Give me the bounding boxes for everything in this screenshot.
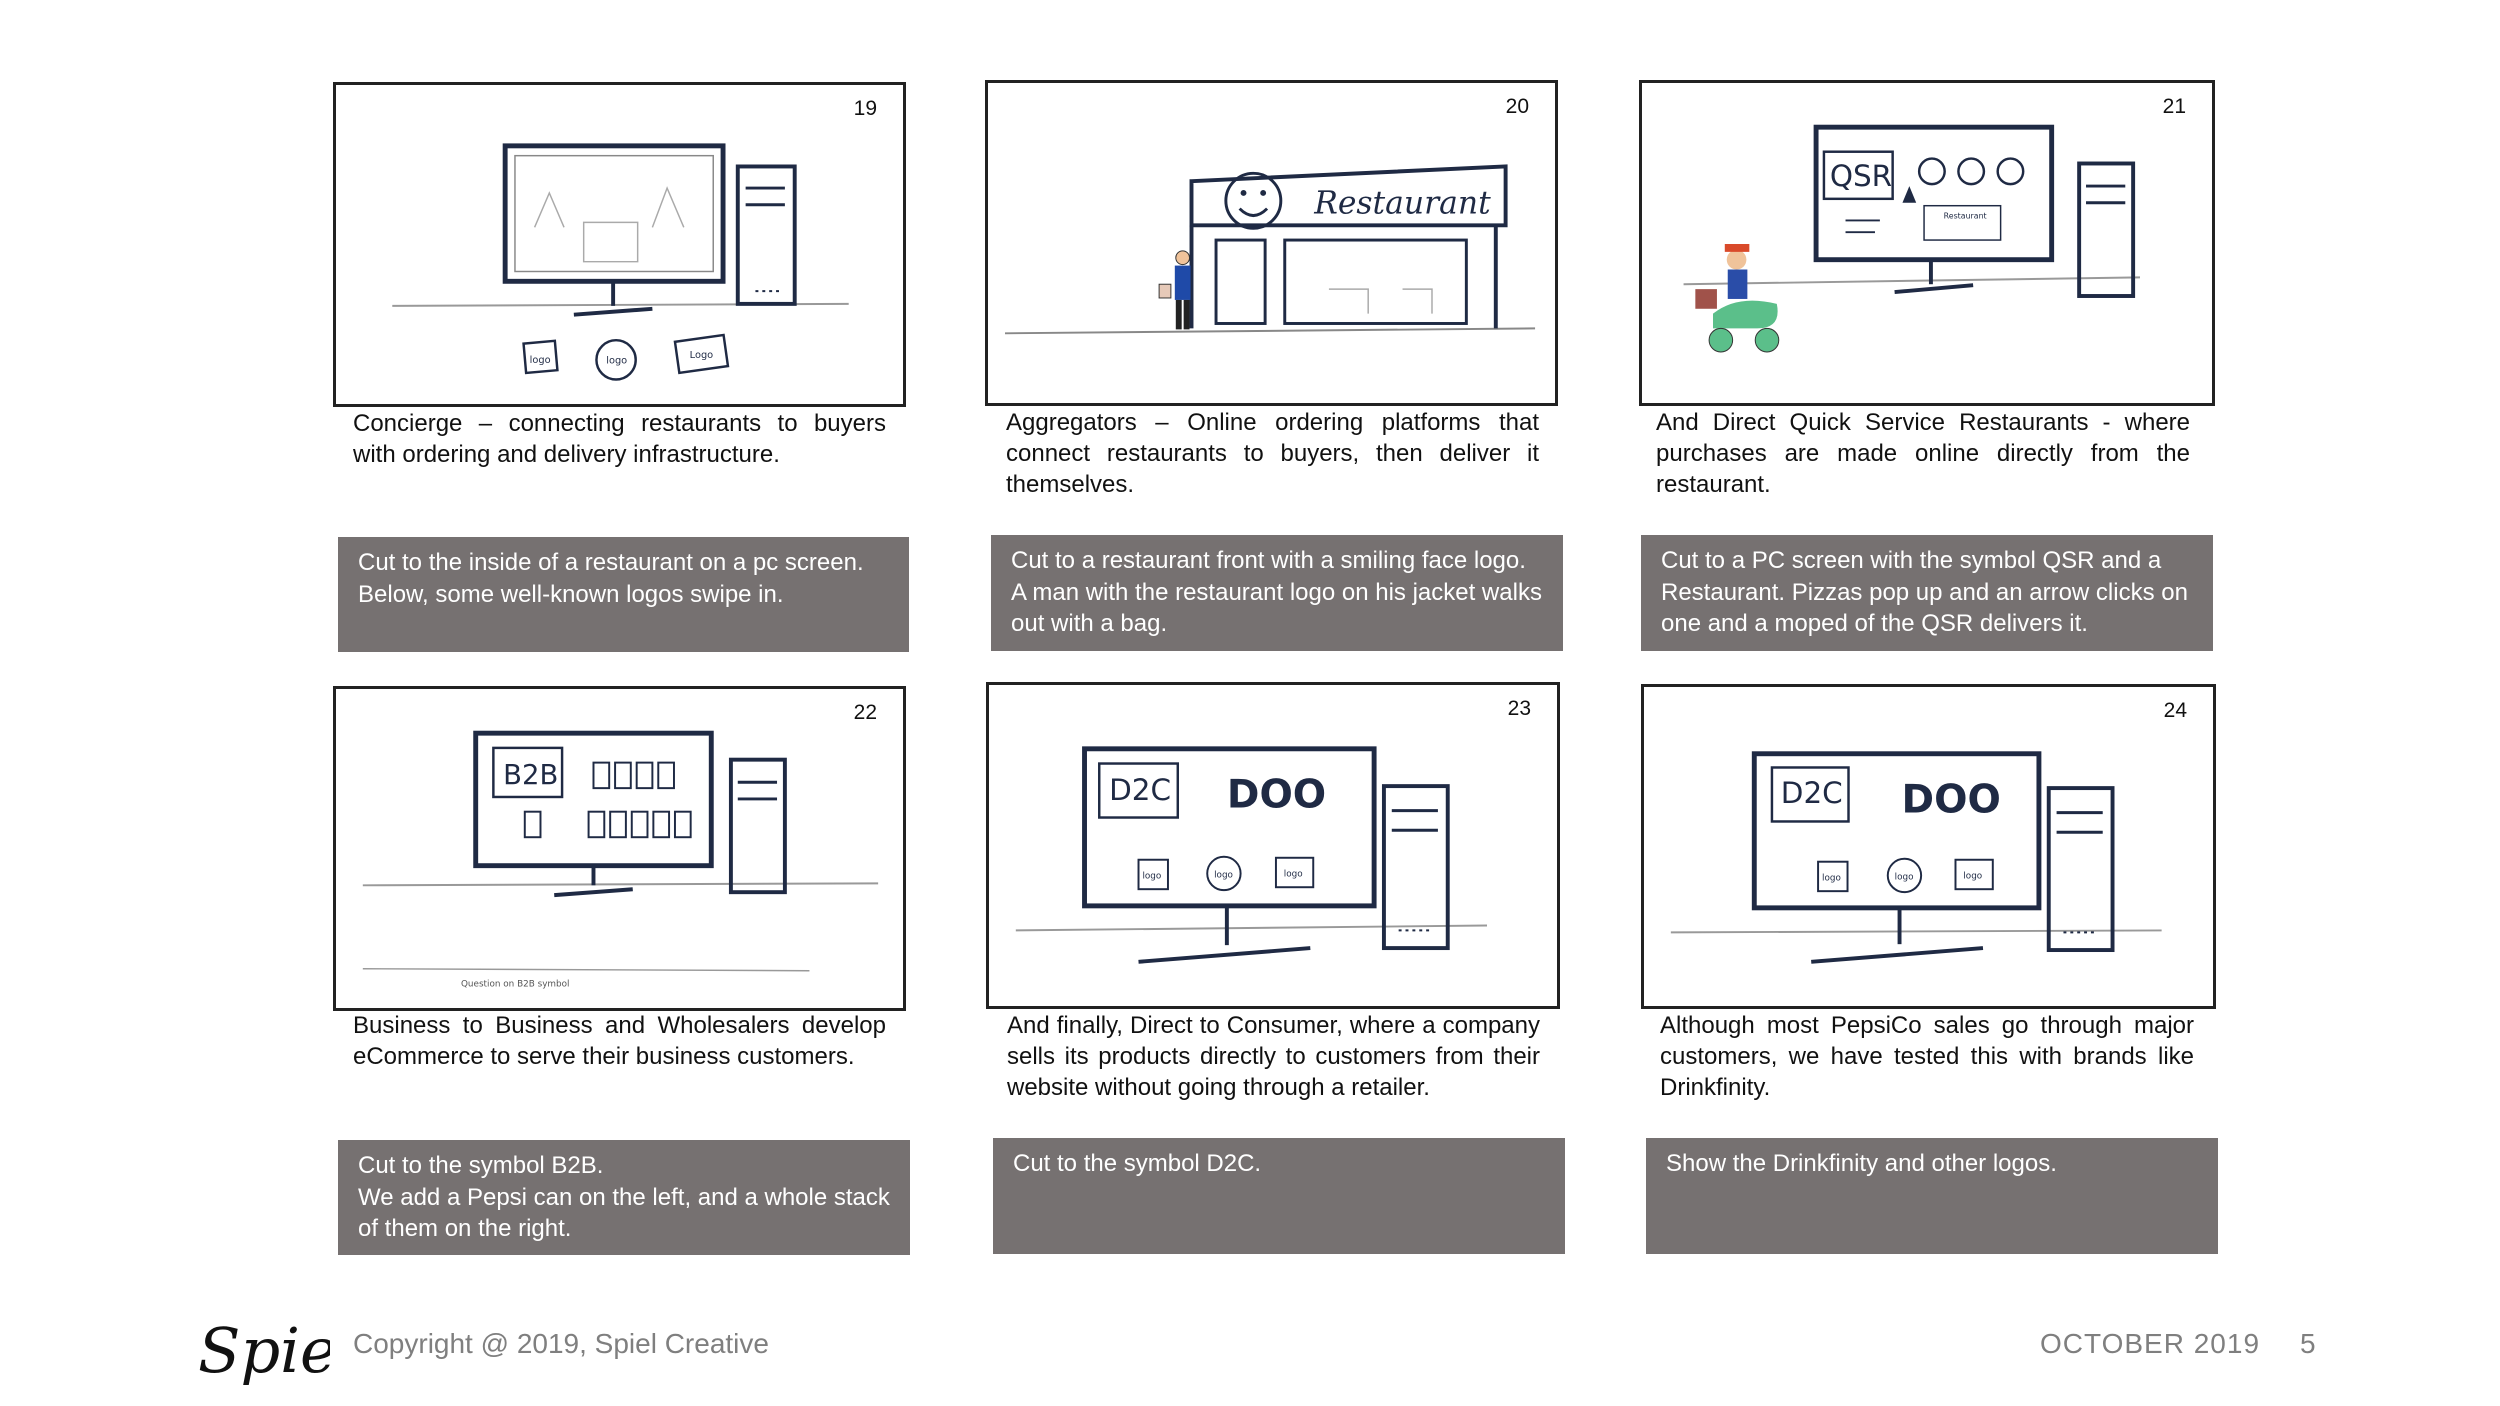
direction-note: Cut to a restaurant front with a smiling… — [991, 535, 1563, 651]
restaurant-sign-text: Restaurant — [1313, 186, 1491, 222]
direction-note: Cut to the inside of a restaurant on a p… — [338, 537, 909, 652]
spiel-logo-text: Spiel — [198, 1314, 330, 1387]
sketch-restaurant-front: Restaurant — [1004, 164, 1536, 335]
brand-logo-text: DOO — [1902, 778, 2001, 823]
logo-b-text: logo — [1214, 870, 1233, 880]
sketch-d2c-screen: D2C DOO logo logo logo — [1015, 746, 1488, 964]
copyright-text: Copyright @ 2019, Spiel Creative — [353, 1328, 769, 1359]
mini-restaurant-text: Restaurant — [1944, 211, 1987, 220]
sketch-frame: D2C DOO logo logo logo 24 — [1641, 684, 2216, 1009]
sketch-b2b-screen: B2B Question on B2B symbol — [362, 730, 879, 989]
sketch-caption-text: Question on B2B symbol — [461, 979, 570, 989]
logo-c-text: Logo — [690, 350, 714, 361]
panel-number: 22 — [853, 701, 877, 724]
panel-number: 21 — [2162, 95, 2186, 118]
panel-description: And Direct Quick Service Restaurants - w… — [1656, 409, 2190, 498]
direction-note: Cut to the symbol D2C. — [993, 1138, 1565, 1254]
d2c-symbol-text: D2C — [1781, 776, 1843, 810]
sketch-qsr-screen: QSR Restaurant — [1683, 124, 2141, 353]
qsr-symbol-text: QSR — [1830, 159, 1892, 193]
logo-a-text: logo — [1142, 871, 1161, 881]
panel-description: Business to Business and Wholesalers dev… — [353, 1012, 886, 1070]
panel-description: Although most PepsiCo sales go through m… — [1660, 1012, 2194, 1101]
panel-number: 23 — [1507, 697, 1531, 720]
logo-a-text: logo — [1822, 873, 1841, 883]
sketch-frame: B2B Question on B2B symbol 22 — [333, 686, 906, 1011]
logo-c-text: logo — [1963, 871, 1982, 881]
panel-number: 19 — [853, 97, 877, 120]
panel-description: Concierge – connecting restaurants to bu… — [353, 410, 886, 468]
sketch-frame: D2C DOO logo logo logo 23 — [986, 682, 1560, 1009]
sketch-frame: Restaurant 20 — [985, 80, 1558, 406]
logo-c-text: logo — [1284, 869, 1303, 879]
sketch-frame: logo logo Logo 19 — [333, 82, 906, 407]
b2b-symbol-text: B2B — [503, 759, 558, 791]
brand-logo-text: DOO — [1227, 773, 1326, 818]
direction-note: Cut to a PC screen with the symbol QSR a… — [1641, 535, 2213, 651]
date-text: OCTOBER 2019 — [2040, 1328, 2261, 1359]
sketch-frame: QSR Restaurant 21 — [1639, 80, 2215, 406]
d2c-symbol-text: D2C — [1109, 773, 1171, 807]
panel-description: Aggregators – Online ordering platforms … — [1006, 409, 1539, 498]
logo-b-text: logo — [1895, 872, 1914, 882]
direction-note: Cut to the symbol B2B. We add a Pepsi ca… — [338, 1140, 910, 1255]
logo-b-text: logo — [606, 356, 627, 367]
sketch-drinkfinity-screen: D2C DOO logo logo logo — [1670, 751, 2162, 964]
panel-number: 20 — [1505, 95, 1529, 118]
panel-number: 24 — [2163, 699, 2187, 722]
spiel-logo: Spiel — [198, 1314, 330, 1387]
sketch-restaurant-interior: logo logo Logo — [392, 143, 849, 381]
direction-note: Show the Drinkfinity and other logos. — [1646, 1138, 2218, 1254]
panel-description: And finally, Direct to Consumer, where a… — [1007, 1012, 1540, 1101]
logo-a-text: logo — [530, 355, 551, 366]
page-number: 5 — [2300, 1328, 2316, 1359]
